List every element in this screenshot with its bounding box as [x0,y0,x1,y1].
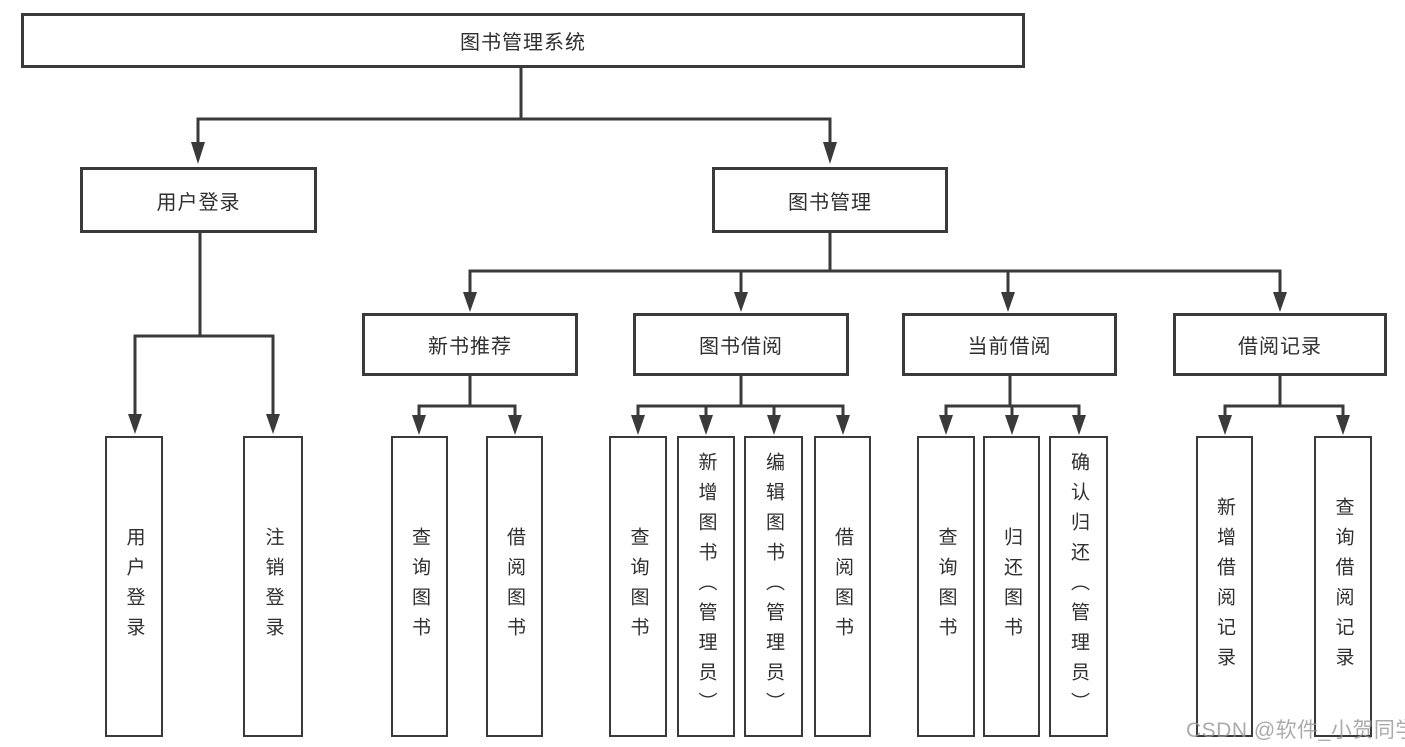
node-root-system: 图书管理系统 [21,13,1025,68]
leaf-recommend-query-books-label: 查询图书 [409,526,430,647]
node-borrow-records-label: 借阅记录 [1238,336,1322,358]
connector-user-login-to-leaves [128,231,280,434]
node-new-book-recommend-label: 新书推荐 [428,336,512,358]
leaf-records-query-record-label: 查询借阅记录 [1332,496,1354,677]
node-book-borrow-label: 图书借阅 [699,336,783,358]
leaf-current-confirm-return-admin-label: 确认归还（管理员） [1068,451,1089,722]
node-book-management-label: 图书管理 [788,191,872,214]
connector-book-borrow-to-leaves [631,374,850,435]
leaf-records-query-record: 查询借阅记录 [1314,436,1372,737]
leaf-borrow-borrow-books-label: 借阅图书 [832,526,853,647]
leaf-current-query-books: 查询图书 [917,436,975,737]
node-current-borrow: 当前借阅 [902,313,1117,376]
connector-borrow-records-to-leaves [1218,374,1350,435]
leaf-current-query-books-label: 查询图书 [935,526,957,647]
node-current-borrow-label: 当前借阅 [967,336,1052,358]
leaf-recommend-borrow-books-label: 借阅图书 [504,526,525,647]
leaf-current-return-books: 归还图书 [983,436,1040,737]
leaf-borrow-edit-books-admin-label: 编辑图书（管理员） [763,451,784,722]
leaf-borrow-add-books-admin: 新增图书（管理员） [677,436,735,737]
leaf-user-login-label: 用户登录 [123,526,145,647]
leaf-recommend-borrow-books: 借阅图书 [486,436,543,737]
leaf-user-login: 用户登录 [105,436,163,737]
connector-current-borrow-to-leaves [939,374,1086,435]
connector-root-to-level2 [191,66,837,164]
leaf-borrow-query-books: 查询图书 [609,436,667,737]
connector-book-management-to-level3 [463,231,1287,312]
node-user-login-label: 用户登录 [156,191,241,214]
node-book-management: 图书管理 [712,167,948,233]
connector-new-book-recommend-to-leaves [412,374,522,435]
csdn-watermark: CSDN @软件_小贺同学 [1186,719,1405,742]
node-book-borrow: 图书借阅 [633,313,849,376]
leaf-borrow-query-books-label: 查询图书 [627,526,649,647]
node-user-login: 用户登录 [80,167,317,233]
leaf-recommend-query-books: 查询图书 [391,436,448,737]
leaf-borrow-add-books-admin-label: 新增图书（管理员） [695,451,717,722]
leaf-borrow-edit-books-admin: 编辑图书（管理员） [744,436,803,737]
leaf-records-add-record-label: 新增借阅记录 [1214,496,1235,677]
leaf-borrow-borrow-books: 借阅图书 [814,436,871,737]
leaf-current-confirm-return-admin: 确认归还（管理员） [1049,436,1108,737]
node-new-book-recommend: 新书推荐 [362,313,578,376]
node-root-system-label: 图书管理系统 [460,32,586,54]
leaf-records-add-record: 新增借阅记录 [1196,436,1253,737]
leaf-current-return-books-label: 归还图书 [1001,526,1022,647]
leaf-logout-login: 注销登录 [243,436,303,737]
node-borrow-records: 借阅记录 [1173,313,1387,376]
leaf-logout-login-label: 注销登录 [262,526,284,647]
